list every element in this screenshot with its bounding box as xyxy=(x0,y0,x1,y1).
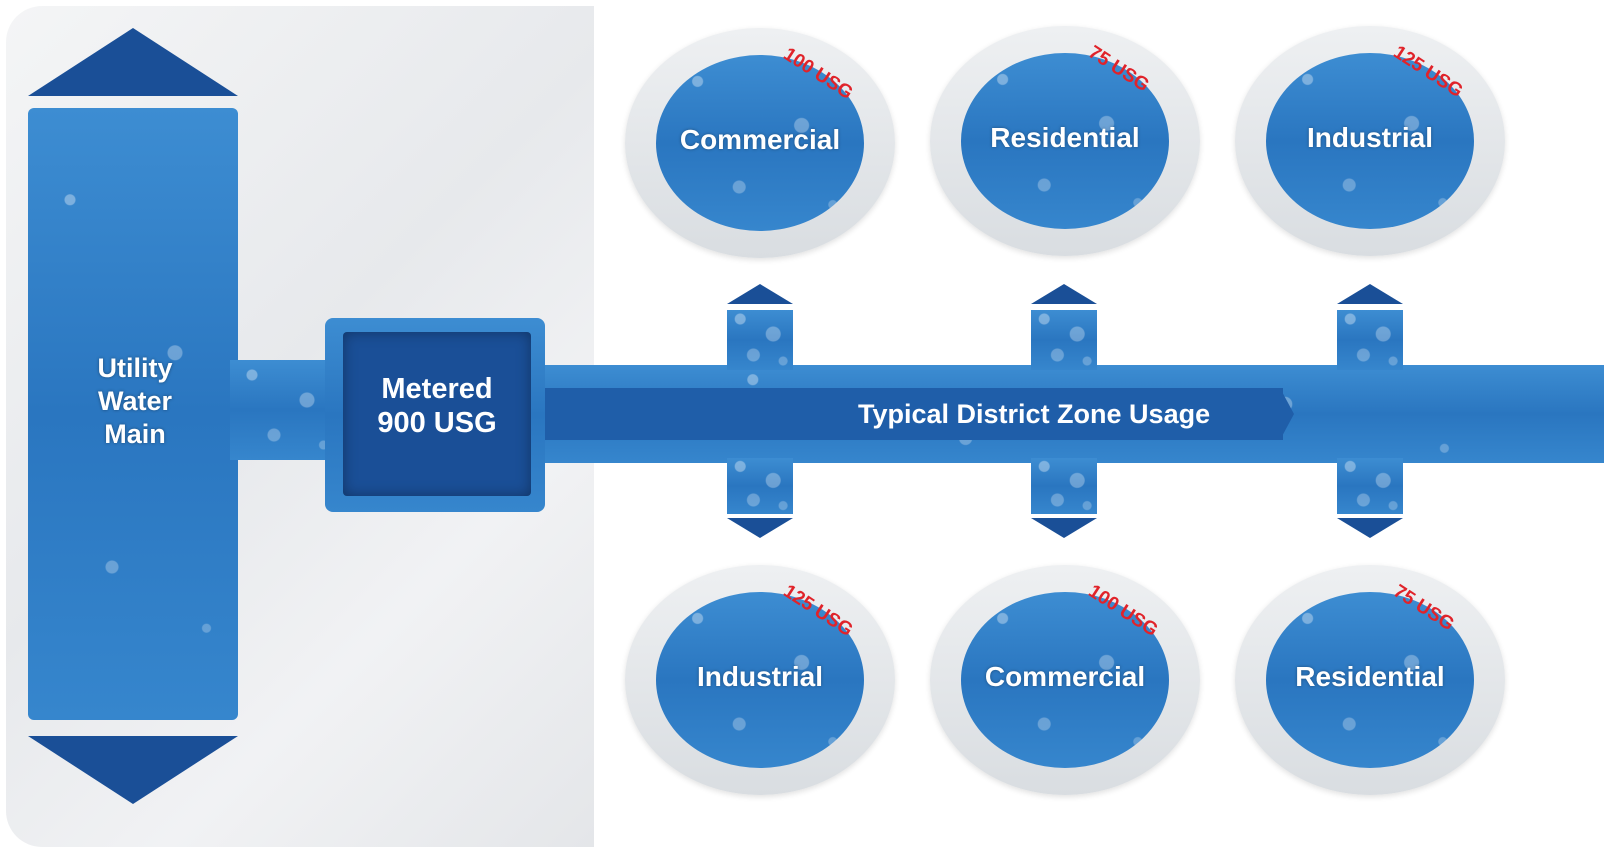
zone-label: Commercial xyxy=(679,124,841,155)
main-up-arrow-icon xyxy=(28,28,238,96)
zone-node-industrial: Industrial 125 USG xyxy=(625,565,905,805)
zone-down-arrow-icon xyxy=(1337,518,1403,538)
zone-up-arrow-icon xyxy=(1031,284,1097,304)
zone-label: Industrial xyxy=(696,661,823,692)
zone-label: Residential xyxy=(990,122,1140,153)
zone-node-residential: Residential 75 USG xyxy=(1235,565,1515,805)
zone-stem-up xyxy=(727,310,793,370)
zone-stem-down xyxy=(1337,458,1403,514)
utility-label-line2: Water xyxy=(97,386,172,416)
zone-node-commercial: Commercial 100 USG xyxy=(930,565,1210,805)
zone-down-arrow-icon xyxy=(1031,518,1097,538)
zone-disc xyxy=(1266,53,1474,229)
zone-disc xyxy=(1266,592,1474,768)
meter-label-line1: Metered xyxy=(381,373,493,405)
zone-disc xyxy=(656,592,864,768)
zone-up-arrow-icon xyxy=(727,284,793,304)
utility-label-line3: Main xyxy=(104,419,166,449)
zone-stem-down xyxy=(727,458,793,514)
zone-down-arrow-icon xyxy=(727,518,793,538)
utility-water-main-pipe xyxy=(28,108,238,720)
meter-label-line2: 900 USG xyxy=(377,407,497,439)
flow-arrow-icon xyxy=(1280,388,1294,440)
meter-box xyxy=(343,332,531,496)
zone-label: Residential xyxy=(1295,661,1445,692)
zone-disc xyxy=(961,53,1169,229)
meter-label: Metered 900 USG xyxy=(343,372,531,440)
zone-node-residential: Residential 75 USG xyxy=(930,26,1210,266)
utility-water-main-label: Utility Water Main xyxy=(62,352,208,451)
main-down-arrow-icon xyxy=(28,736,238,804)
zone-disc xyxy=(656,55,864,231)
zone-label: Industrial xyxy=(1306,122,1433,153)
branch-pipe xyxy=(230,360,340,460)
zone-up-arrow-icon xyxy=(1337,284,1403,304)
zone-node-industrial: Industrial 125 USG xyxy=(1235,26,1515,266)
flow-label: Typical District Zone Usage xyxy=(858,399,1211,429)
zone-stem-down xyxy=(1031,458,1097,514)
flow-band xyxy=(545,388,1283,440)
zone-node-commercial: Commercial 100 USG xyxy=(625,28,905,268)
zone-disc xyxy=(961,592,1169,768)
zone-stem-up xyxy=(1337,310,1403,370)
zone-stem-up xyxy=(1031,310,1097,370)
utility-label-line1: Utility xyxy=(97,353,173,383)
zone-label: Commercial xyxy=(984,661,1146,692)
